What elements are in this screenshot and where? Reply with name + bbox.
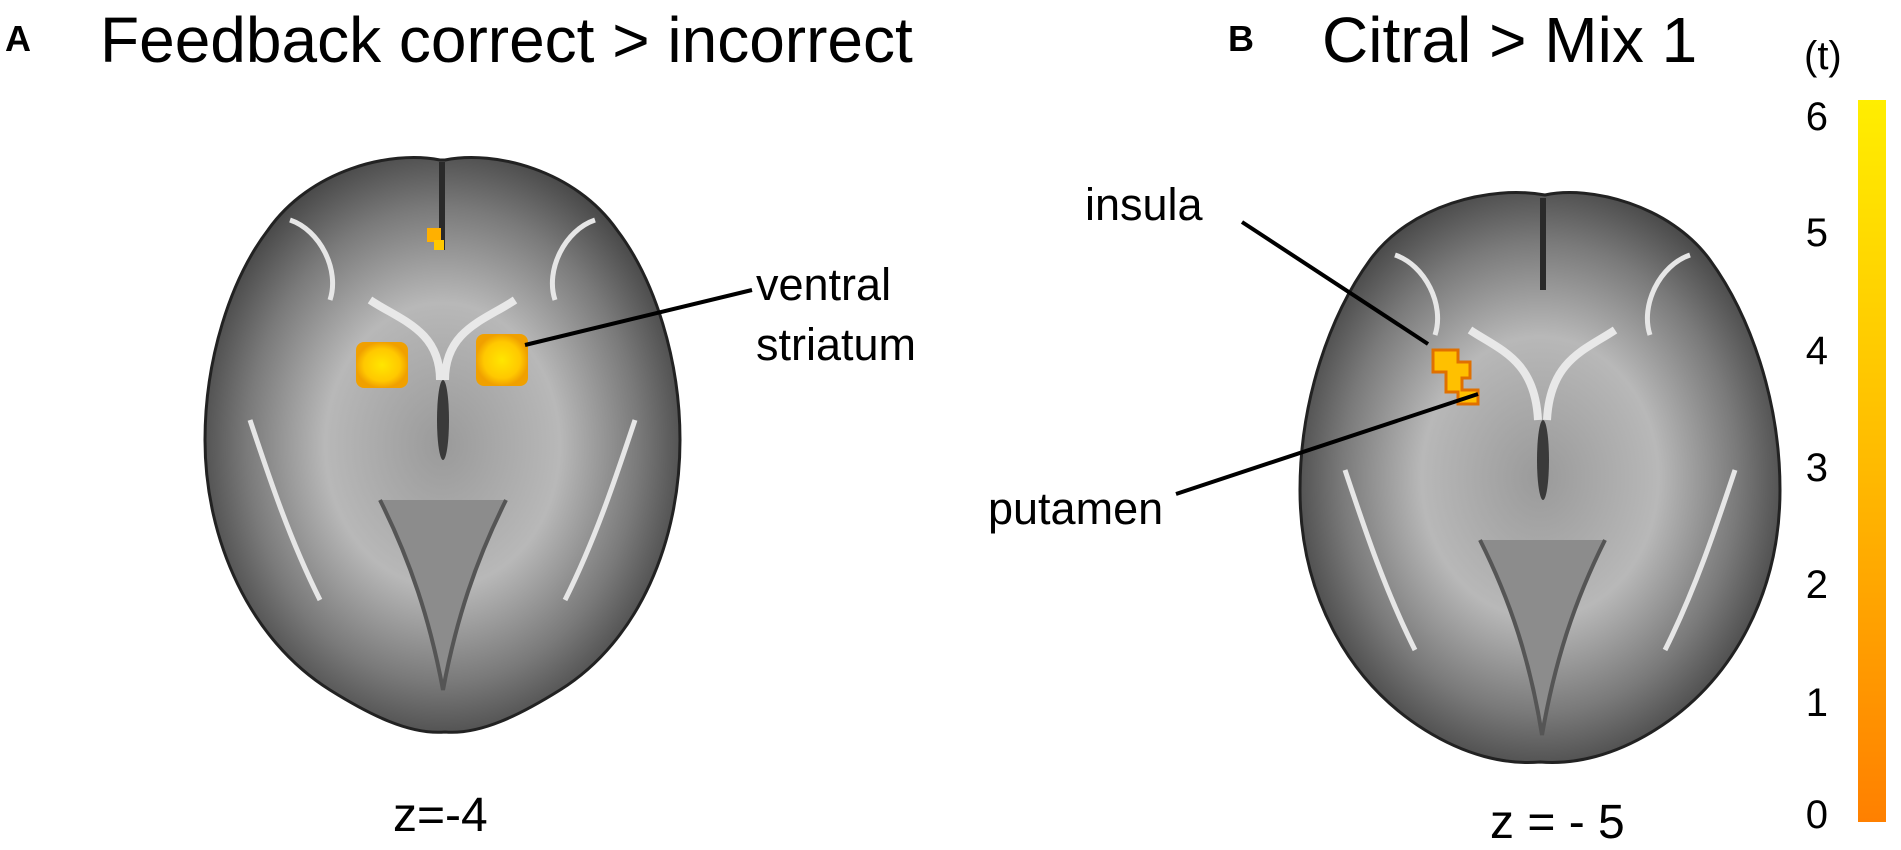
leader-line-putamen — [1175, 392, 1479, 496]
colorbar-tick-3: 3 — [1805, 446, 1828, 490]
colorbar-unit: (t) — [1804, 34, 1842, 78]
brain-slice-a — [203, 156, 682, 734]
leader-line-insula — [1240, 220, 1430, 346]
panel-a-letter: A — [5, 18, 31, 59]
colorbar-tick-6: 6 — [1805, 95, 1828, 139]
slice-coordinate-a: z=-4 — [393, 789, 488, 842]
label-striatum: striatum — [756, 319, 917, 370]
panel-b-title: Citral > Mix 1 — [1322, 4, 1698, 76]
activation-right-striatum — [476, 334, 528, 386]
colorbar-tick-4: 4 — [1805, 329, 1828, 373]
panel-a-title: Feedback correct > incorrect — [100, 4, 913, 76]
panel-b-letter: B — [1228, 18, 1254, 59]
activation-frontal-a — [427, 228, 441, 242]
colorbar-tick-5: 5 — [1805, 211, 1828, 255]
slice-coordinate-b: z = - 5 — [1490, 796, 1625, 849]
colorbar-tick-1: 1 — [1805, 681, 1828, 725]
activation-insula-putamen — [1431, 348, 1480, 406]
label-ventral: ventral — [756, 259, 892, 310]
colorbar-gradient — [1858, 100, 1886, 822]
leader-line-ventral-striatum — [524, 288, 753, 347]
activation-frontal-b — [434, 240, 444, 250]
colorbar-tick-2: 2 — [1805, 563, 1828, 607]
colorbar-tick-0: 0 — [1805, 793, 1828, 837]
brain-slice-b — [1298, 191, 1782, 764]
label-putamen: putamen — [988, 483, 1164, 534]
label-insula: insula — [1085, 179, 1203, 230]
activation-left-striatum — [356, 342, 408, 388]
